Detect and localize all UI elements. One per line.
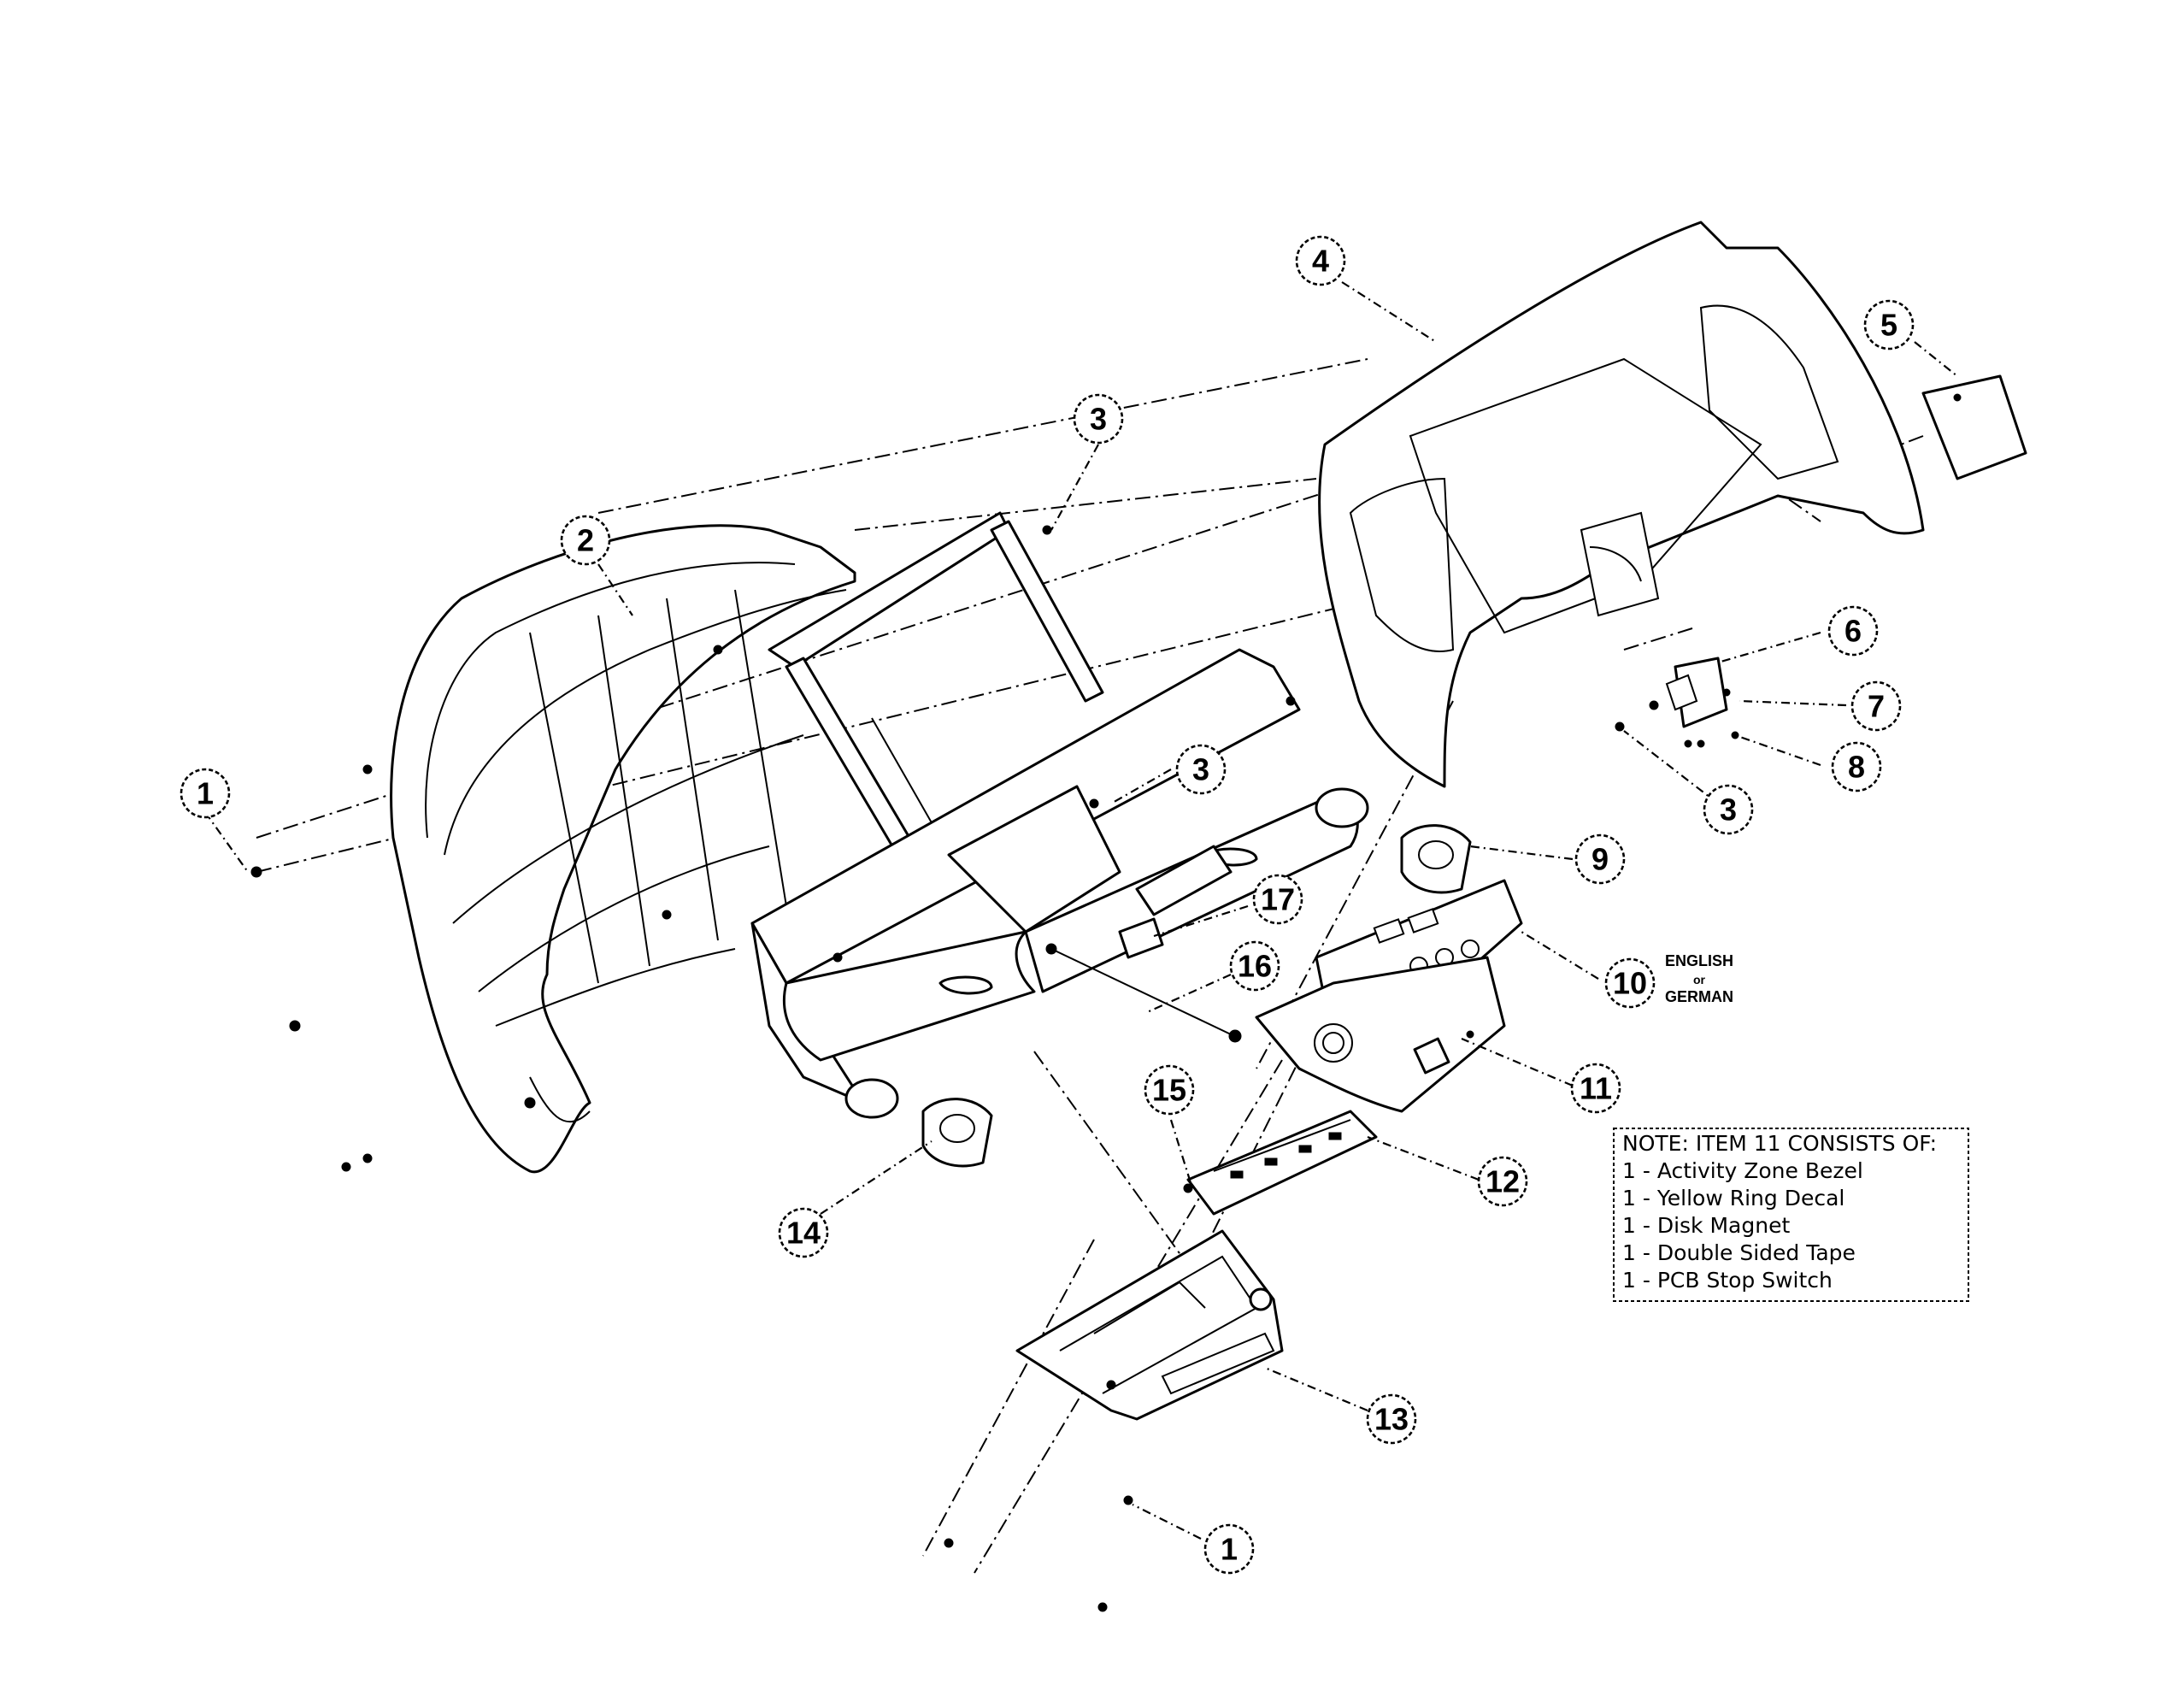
note-item: 1 - PCB Stop Switch: [1622, 1268, 1833, 1293]
svg-text:14: 14: [786, 1216, 821, 1251]
loose-screws: [250, 764, 1193, 1612]
callout: 8: [1831, 741, 1882, 792]
svg-text:15: 15: [1152, 1073, 1186, 1108]
svg-text:4: 4: [1312, 244, 1329, 279]
note-box: NOTE: ITEM 11 CONSISTS OF: 1 - Activity …: [1613, 1128, 1969, 1302]
callout: 14: [778, 1207, 829, 1258]
rear-shroud-part: [390, 524, 856, 1174]
callout: 15: [1144, 1064, 1195, 1116]
svg-text:GERMAN: GERMAN: [1665, 988, 1733, 1005]
callout: 11: [1570, 1063, 1621, 1114]
pcb-part: [1186, 1110, 1378, 1216]
callout: 3: [1175, 744, 1227, 795]
lower-tray-part: [1015, 1229, 1284, 1421]
svg-text:12: 12: [1486, 1164, 1520, 1199]
callout: 17: [1252, 874, 1303, 925]
leader-lines: [204, 281, 1958, 1540]
callout: 7: [1850, 680, 1902, 732]
svg-text:3: 3: [1720, 792, 1737, 827]
svg-text:1: 1: [1221, 1532, 1238, 1567]
cable-part: [1045, 943, 1242, 1043]
callout: 5: [1863, 299, 1915, 350]
svg-text:16: 16: [1238, 949, 1272, 984]
svg-text:10: 10: [1613, 966, 1647, 1001]
note-title: NOTE: ITEM 11 CONSISTS OF:: [1622, 1131, 1937, 1156]
svg-text:or: or: [1693, 973, 1706, 987]
decal-part: [1921, 374, 2027, 480]
svg-text:7: 7: [1868, 689, 1885, 724]
end-cap-lower-part: [921, 1098, 993, 1168]
activity-bezel-part: [1255, 956, 1506, 1113]
note-item: 1 - Double Sided Tape: [1622, 1240, 1856, 1265]
note-item: 1 - Disk Magnet: [1622, 1213, 1790, 1238]
callout: 2: [560, 515, 611, 566]
callout: 3: [1703, 784, 1754, 835]
svg-text:6: 6: [1844, 614, 1862, 649]
svg-text:1: 1: [197, 776, 214, 811]
upright-frame-part: [768, 511, 1104, 857]
callout: 13: [1366, 1393, 1417, 1445]
bracket-assembly-part: [1615, 657, 1739, 748]
svg-text:13: 13: [1374, 1402, 1409, 1437]
callout: 1: [1203, 1523, 1255, 1575]
svg-text:11: 11: [1580, 1071, 1612, 1106]
callout: 1: [179, 768, 231, 819]
callout: 9: [1574, 833, 1626, 885]
callout: 10: [1604, 957, 1656, 1009]
svg-text:8: 8: [1848, 750, 1865, 785]
svg-text:17: 17: [1261, 882, 1295, 917]
note-item: 1 - Yellow Ring Decal: [1622, 1186, 1844, 1210]
svg-text:2: 2: [577, 523, 594, 558]
svg-text:3: 3: [1090, 402, 1107, 437]
display-hood-part: [1318, 221, 1925, 788]
language-label: ENGLISH or GERMAN: [1665, 952, 1733, 1005]
callout: 12: [1477, 1156, 1528, 1207]
callout: 6: [1827, 605, 1879, 657]
end-cap-part: [1400, 824, 1472, 894]
callouts: 1 2 3 4 5 6 7 8: [179, 235, 1915, 1575]
svg-text:3: 3: [1192, 752, 1209, 787]
callout: 3: [1073, 393, 1124, 445]
callout: 4: [1295, 235, 1346, 286]
note-item: 1 - Activity Zone Bezel: [1622, 1158, 1863, 1183]
svg-text:ENGLISH: ENGLISH: [1665, 952, 1733, 969]
svg-text:5: 5: [1880, 308, 1897, 343]
callout: 16: [1229, 940, 1280, 992]
svg-text:9: 9: [1591, 842, 1609, 877]
console-crossbar-part: [750, 648, 1369, 1119]
switch-part: [1118, 917, 1164, 959]
